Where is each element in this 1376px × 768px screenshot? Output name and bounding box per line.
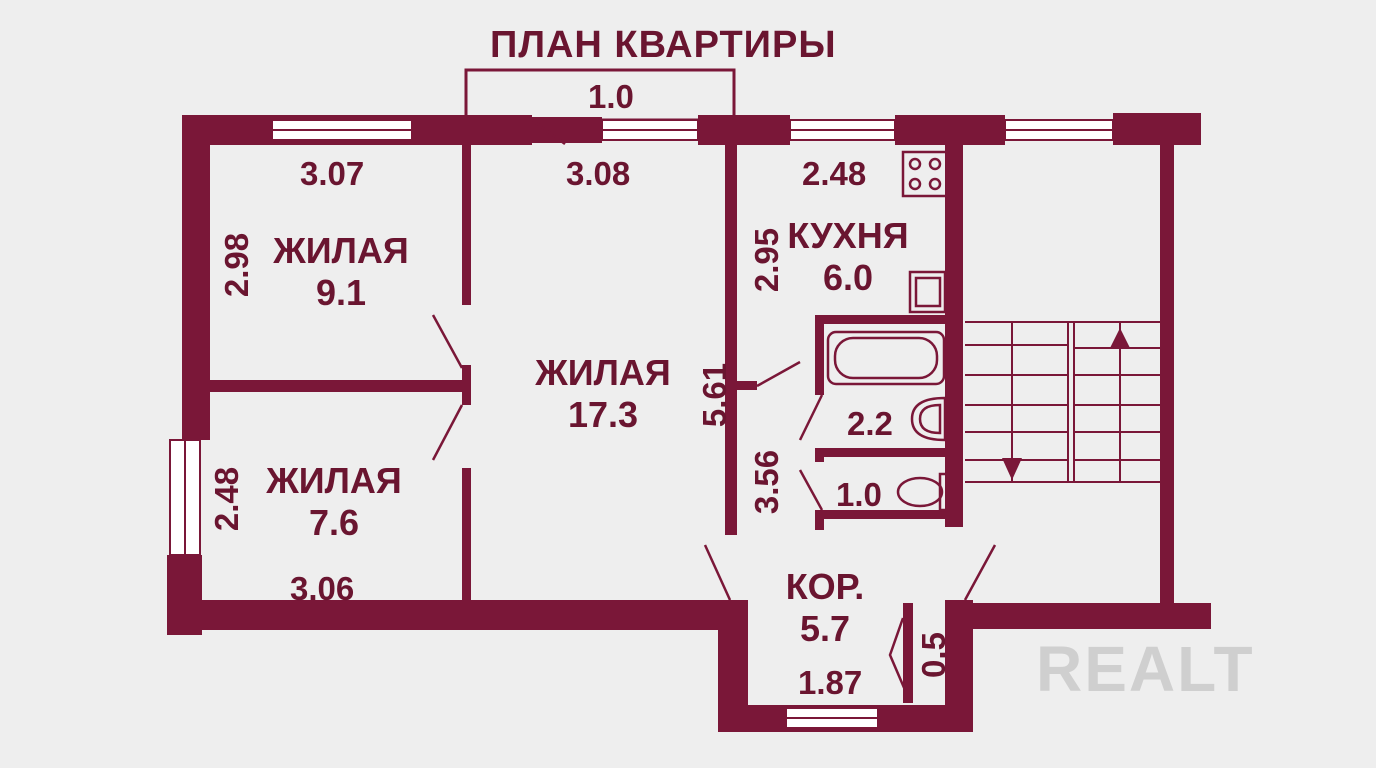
kitchen-sink-icon xyxy=(908,270,947,314)
corridor-width: 1.87 xyxy=(798,664,863,701)
toilet-icon xyxy=(896,472,950,512)
living1-height: 2.98 xyxy=(218,232,256,298)
living2-width: 3.08 xyxy=(566,155,631,192)
living3-height: 2.48 xyxy=(208,466,246,532)
balcony-dimension: 1.0 xyxy=(588,78,634,115)
wc-area: 1.0 xyxy=(836,476,882,513)
room-name: ЖИЛАЯ xyxy=(273,230,409,271)
bath-corridor-height: 3.56 xyxy=(748,449,786,515)
room-name: ЖИЛАЯ xyxy=(266,460,402,501)
kitchen-label: КУХНЯ 6.0 xyxy=(778,215,918,299)
stair-up-arrow-icon xyxy=(1110,328,1130,348)
living2-height: 5.61 xyxy=(696,362,734,428)
living2-label: ЖИЛАЯ 17.3 xyxy=(528,352,678,436)
room-name: КОР. xyxy=(785,566,865,607)
room-name: КУХНЯ xyxy=(787,215,909,256)
kitchen-width: 2.48 xyxy=(802,155,867,192)
living3-width: 3.06 xyxy=(290,570,355,607)
room-area: 9.1 xyxy=(315,272,367,313)
room-area: 6.0 xyxy=(822,257,874,298)
living1-label: ЖИЛАЯ 9.1 xyxy=(266,230,416,314)
realt-watermark: REALT xyxy=(1036,633,1255,705)
washbasin-icon xyxy=(910,396,947,442)
interior-walls xyxy=(205,145,963,703)
outer-walls xyxy=(167,113,1211,732)
stair-down-arrow-icon xyxy=(1002,458,1022,480)
room-area: 17.3 xyxy=(567,394,639,435)
stove-icon xyxy=(901,150,949,198)
plan-title: ПЛАН КВАРТИРЫ xyxy=(490,24,837,66)
living1-width: 3.07 xyxy=(300,155,365,192)
living3-label: ЖИЛАЯ 7.6 xyxy=(259,460,409,544)
room-area: 7.6 xyxy=(308,502,360,543)
closet-dimension: 0.5 xyxy=(914,632,952,678)
door-swings xyxy=(431,118,997,691)
bathtub-icon xyxy=(826,330,946,386)
room-name: ЖИЛАЯ xyxy=(535,352,671,393)
corridor-label: КОР. 5.7 xyxy=(770,566,880,650)
room-area: 5.7 xyxy=(799,608,851,649)
bath-area: 2.2 xyxy=(847,405,893,442)
window-glazing xyxy=(184,129,1113,719)
stairwell xyxy=(965,321,1169,483)
